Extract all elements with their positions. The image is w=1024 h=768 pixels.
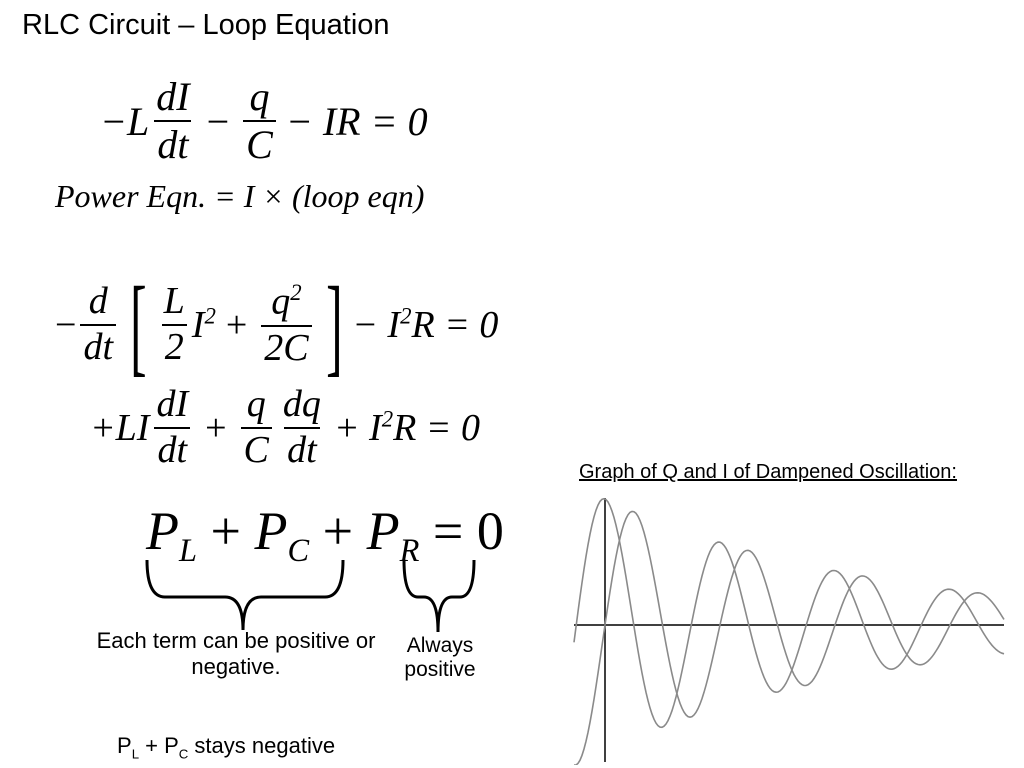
frac-den: C [240,426,272,471]
plus-LI: +LI [90,406,150,449]
frac-q2-2C: q2 2C [261,280,312,369]
stays-negative-note: PL + PC stays negative [117,733,336,762]
expanded-equation: +LI dI dt + q C dq dt + I2R = 0 [90,383,480,471]
loop-rest: − IR = 0 [285,98,428,144]
expanded-tail: + I2R = 0 [333,406,480,449]
frac-dI-dt: dI dt [153,383,191,471]
frac-num: dq [282,383,321,425]
I-term: I2 [191,303,216,346]
right-bracket: ] [325,264,343,386]
i-curve [574,510,1005,765]
frac-q-C: q C [240,383,272,471]
energy-tail: − I2R = 0 [352,303,499,346]
frac-num: dI [156,74,190,119]
left-bracket: [ [130,264,147,386]
op-plus: + [205,406,227,449]
frac-num: L [163,280,185,323]
always-positive-caption: Always positive [404,634,476,681]
frac-den: dt [284,426,320,471]
q-curve [573,497,1005,729]
energy-equation: − d dt [ L 2 I2 + q2 2C ] − I2R = 0 [55,270,498,380]
power-sum-equation: PL + PC + PR = 0 [146,501,504,569]
frac-den: dt [154,120,192,166]
frac-den: 2C [261,324,312,369]
frac-d-dt: d dt [80,280,116,368]
loop-minus-L: −L [100,98,150,144]
frac-den: dt [154,426,191,471]
op-plus: + [225,304,248,346]
loop-equation: −L dI dt − q C − IR = 0 [100,76,428,166]
frac-num: d [88,280,108,323]
frac-L-2: L 2 [161,280,188,368]
brace-pr [402,559,476,633]
frac-den: dt [80,324,116,368]
frac-num: dI [156,383,189,425]
oscillation-graph [573,497,1005,765]
frac-dI-dt: dI dt [153,76,192,166]
frac-num: q2 [271,280,302,323]
graph-title: Graph of Q and I of Dampened Oscillation… [579,461,957,483]
slide-title: RLC Circuit – Loop Equation [22,9,390,41]
op-minus: − [206,98,230,144]
frac-dq-dt: dq dt [280,383,324,471]
frac-num: q [246,383,266,425]
frac-den: C [243,120,276,166]
frac-num: q [249,74,270,119]
brace-pl-pc [145,559,345,631]
op-minus: − [55,304,77,346]
frac-q-C: q C [243,76,276,166]
frac-den: 2 [161,324,187,368]
power-eqn-line: Power Eqn. = I × (loop eqn) [55,178,425,214]
each-term-caption: Each term can be positive or negative. [96,628,376,679]
